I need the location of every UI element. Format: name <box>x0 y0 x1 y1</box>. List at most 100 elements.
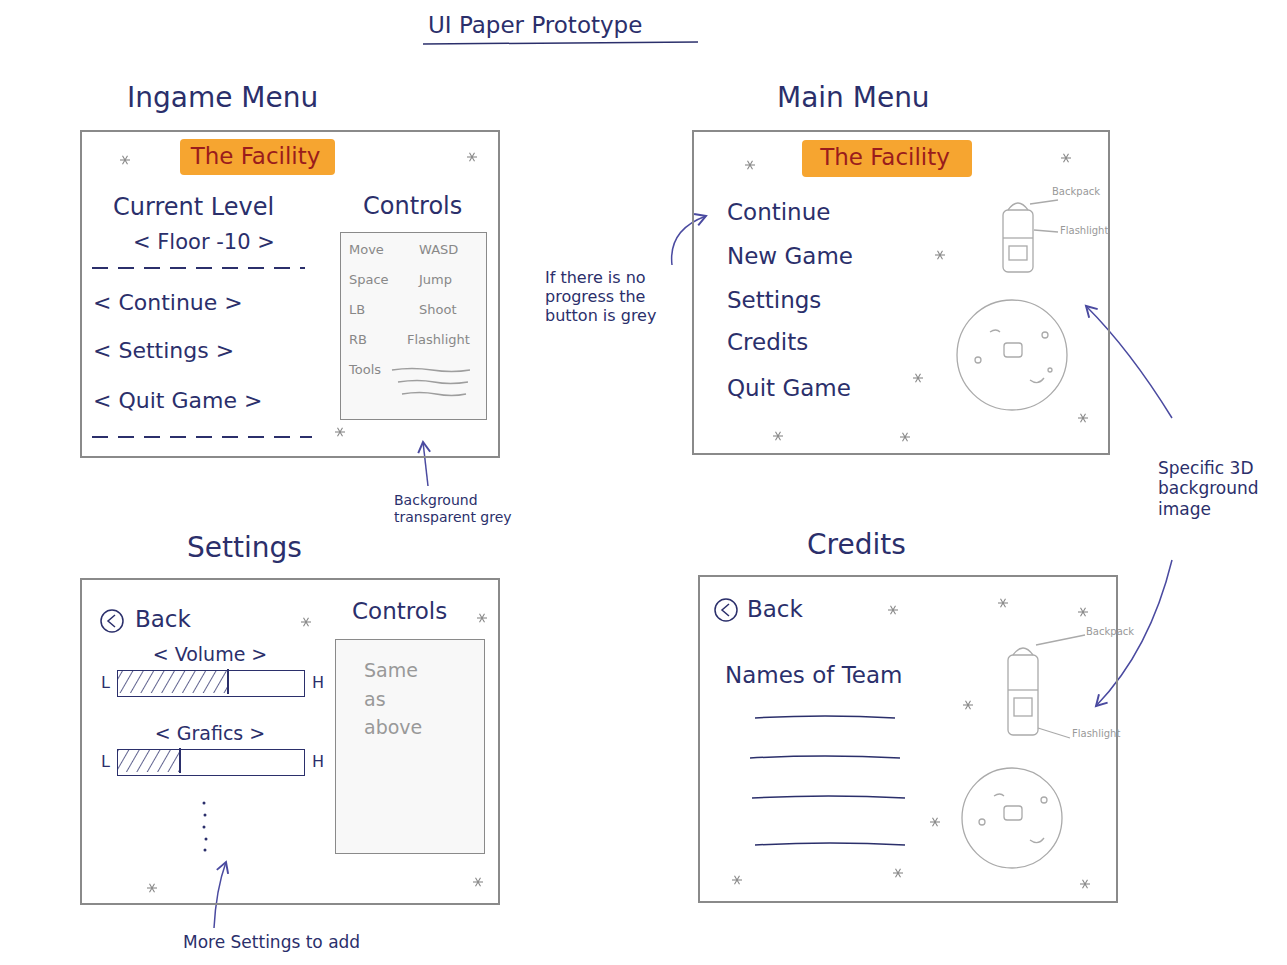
node-text: H <box>312 674 324 692</box>
node-heading: Credits <box>807 529 906 561</box>
volume-hatching <box>117 669 228 773</box>
node-heading: Controls <box>363 193 462 221</box>
node-text: LB <box>349 303 365 318</box>
star-stroke <box>470 153 475 162</box>
star-stroke <box>903 433 908 442</box>
node-text: Jump <box>419 273 452 288</box>
star-stroke <box>1081 608 1086 617</box>
node-heading: Main Menu <box>777 82 930 114</box>
star-stroke <box>1081 608 1086 617</box>
name-line <box>755 716 895 718</box>
star-stroke <box>1064 154 1069 163</box>
star-stroke <box>933 818 938 827</box>
star-stroke <box>916 374 921 383</box>
node-text: Flashlight <box>407 333 470 348</box>
star-stroke <box>480 614 485 623</box>
controls-panel: ControlsMoveWASDSpaceJumpLBShootRBFlashl… <box>340 232 487 420</box>
star-stroke <box>470 153 475 162</box>
menu-text: Settings <box>727 287 821 315</box>
note-text: If there is no progress the button is gr… <box>545 268 660 326</box>
sketch-label: Backpack <box>1052 186 1100 198</box>
menu-text: < Continue > <box>93 290 243 316</box>
more-dots <box>203 802 208 852</box>
title-band: The Facility <box>180 139 335 175</box>
menu-text: Continue <box>727 199 830 227</box>
star-stroke <box>735 876 740 885</box>
star-stroke <box>480 614 485 623</box>
menu-text: Quit Game <box>727 375 851 403</box>
star-stroke <box>150 884 155 893</box>
node-heading: The Facility <box>191 143 321 169</box>
node-heading: Controls <box>352 598 447 624</box>
star-stroke <box>304 618 309 627</box>
slider-bar: < Volume >LH <box>117 670 305 697</box>
node-text: Shoot <box>419 303 457 318</box>
node-text: L <box>101 753 110 771</box>
node-heading: Ingame Menu <box>127 82 318 114</box>
star-stroke <box>476 878 481 887</box>
star-stroke <box>123 156 128 165</box>
page-title: UI Paper Prototype <box>428 12 642 40</box>
menu-frame: Credits <box>698 575 1118 903</box>
star-stroke <box>150 884 155 893</box>
star-stroke <box>938 251 943 260</box>
backpack-sketch <box>957 200 1085 868</box>
star-stroke <box>966 701 971 710</box>
node-heading: < Volume > <box>153 644 268 666</box>
star-stroke <box>1081 414 1086 423</box>
name-line <box>755 843 905 845</box>
star-stroke <box>476 878 481 887</box>
sketch-label: Flashlight <box>1060 225 1108 237</box>
note-text: Background transparent grey <box>394 492 554 526</box>
node-text: Tools <box>349 363 381 378</box>
star-stroke <box>123 156 128 165</box>
menu-text: < Floor -10 > <box>133 230 275 255</box>
menu-text: New Game <box>727 243 853 271</box>
node-text: L <box>101 674 110 692</box>
name-line <box>750 756 900 758</box>
node-text: RB <box>349 333 367 348</box>
menu-text: < Settings > <box>93 338 234 364</box>
star-stroke <box>896 869 901 878</box>
star-stroke <box>748 161 753 170</box>
note-text: Specific 3D background image <box>1158 458 1283 519</box>
menu-text: Current Level <box>113 193 274 222</box>
star-stroke <box>966 701 971 710</box>
star-stroke <box>938 251 943 260</box>
star-stroke <box>304 618 309 627</box>
menu-text: Names of Team <box>725 662 902 690</box>
back-icons <box>101 599 737 632</box>
node-text: Space <box>349 273 389 288</box>
star-stroke <box>735 876 740 885</box>
star-stroke <box>748 161 753 170</box>
sketch-label: Flashlight <box>1072 728 1120 740</box>
star-stroke <box>776 432 781 441</box>
star-marks <box>120 153 1090 893</box>
menu-text: Credits <box>727 329 808 357</box>
node-text: H <box>312 753 324 771</box>
node-heading: Settings <box>187 532 302 564</box>
star-stroke <box>1081 414 1086 423</box>
name-line <box>752 796 905 798</box>
menu-text: < Quit Game > <box>93 388 262 414</box>
star-stroke <box>916 374 921 383</box>
node-text: Move <box>349 243 384 258</box>
star-stroke <box>338 428 343 437</box>
slider-bar: < Grafics >LH <box>117 749 305 776</box>
star-stroke <box>776 432 781 441</box>
controls-panel: ControlsSame as above <box>335 639 485 854</box>
menu-text: More Settings to add <box>183 932 360 952</box>
divider-lines <box>92 268 312 437</box>
star-stroke <box>896 869 901 878</box>
star-stroke <box>933 818 938 827</box>
menu-text: Back <box>747 596 803 624</box>
node-text: WASD <box>419 243 458 258</box>
star-stroke <box>338 428 343 437</box>
title-underline <box>423 42 698 44</box>
star-stroke <box>891 606 896 615</box>
star-stroke <box>1083 880 1088 889</box>
node-text: Same as above <box>364 656 434 742</box>
star-stroke <box>1001 599 1006 608</box>
star-stroke <box>891 606 896 615</box>
